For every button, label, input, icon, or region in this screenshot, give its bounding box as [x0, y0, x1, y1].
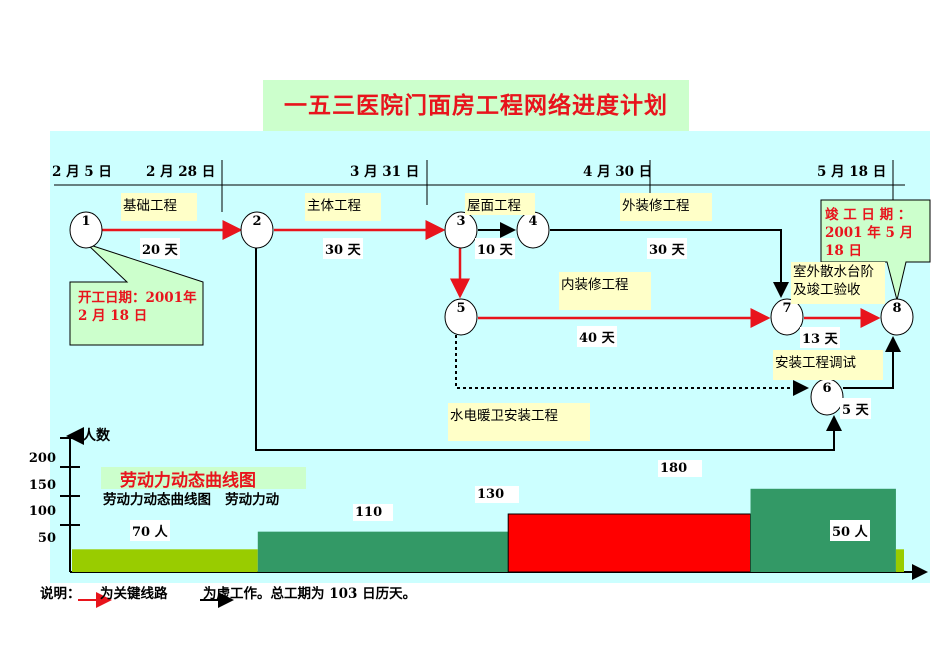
node-2-label: 2 [252, 214, 262, 229]
chart-legend: 劳动力动态曲线图 劳动力动 [103, 492, 280, 508]
labor-bar [750, 488, 896, 572]
y-tick-label: 150 [28, 478, 56, 493]
chart-y-label: 人数 [82, 428, 110, 444]
node-6-label: 6 [822, 381, 832, 396]
start-date-callout: 开工日期：2001年 2 月 18 日 [78, 290, 197, 324]
date-label: 5 月 18 日 [817, 164, 887, 180]
arrow-4-7 [550, 229, 789, 298]
node-2 [240, 211, 274, 249]
node-4-label: 4 [528, 214, 538, 229]
note-dummy: 为虚工作。总工期为 103 日历天。 [203, 586, 417, 602]
bar-value-label: 130 [475, 486, 519, 503]
labor-bar [895, 549, 904, 572]
duration-7-8: 13 天 [800, 327, 840, 348]
bar-value-label: 70 人 [130, 520, 170, 541]
finish-date-callout: 竣 工 日 期 ：2001 年 5 月 18 日 [825, 207, 914, 259]
node-8-label: 8 [892, 301, 902, 316]
task-main-structure: 主体工程 [305, 193, 381, 221]
duration-6-8: 5 天 [840, 398, 871, 419]
date-label: 2 月 28 日 [146, 164, 216, 180]
dummy-arrow-5-6 [455, 335, 809, 396]
node-1 [69, 211, 103, 249]
arrow-6-8 [843, 336, 901, 389]
date-label: 4 月 30 日 [583, 164, 653, 180]
arrow-2-6 [255, 248, 842, 451]
page-title: 一五三医院门面房工程网络进度计划 [284, 92, 668, 119]
note-critical: 为关键线路 [100, 586, 168, 602]
duration-1-2: 20 天 [140, 238, 180, 259]
labor-bar [72, 549, 258, 572]
node-7-label: 7 [782, 301, 792, 316]
node-8 [880, 298, 914, 336]
bar-value-label: 180 [658, 460, 702, 477]
node-1-label: 1 [81, 214, 91, 229]
note-prefix: 说明： [40, 586, 81, 602]
task-install-debug: 安装工程调试 [773, 350, 883, 380]
duration-3-4: 10 天 [475, 238, 515, 259]
node-5 [444, 298, 478, 336]
task-mep-install: 水电暖卫安装工程 [448, 403, 590, 441]
node-3 [444, 211, 478, 249]
labor-bar [257, 531, 509, 572]
task-foundation: 基础工程 [121, 193, 197, 221]
task-roofing: 屋面工程 [465, 193, 535, 215]
node-7 [770, 298, 804, 336]
y-tick-label: 100 [28, 504, 56, 519]
duration-4-7: 30 天 [647, 238, 687, 259]
task-outdoor-works: 室外散水台阶及竣工验收 [791, 262, 885, 304]
node-3-label: 3 [456, 214, 466, 229]
y-tick-label: 200 [28, 451, 56, 466]
bar-value-label: 50 人 [830, 520, 870, 541]
date-label: 3 月 31 日 [350, 164, 420, 180]
y-tick-label: 50 [37, 531, 56, 546]
duration-2-3: 30 天 [323, 238, 363, 259]
bar-value-label: 110 [353, 504, 393, 521]
node-5-label: 5 [456, 301, 466, 316]
start-callout-shape [69, 243, 204, 346]
task-interior-finish: 内装修工程 [559, 272, 651, 310]
labor-bar [507, 513, 752, 573]
date-label: 2 月 5 日 [52, 164, 112, 180]
task-exterior-finish: 外装修工程 [620, 193, 712, 221]
duration-5-7: 40 天 [577, 326, 617, 347]
labor-bars [60, 437, 904, 573]
title-background [263, 80, 689, 132]
chart-title: 劳动力动态曲线图 [120, 471, 256, 491]
